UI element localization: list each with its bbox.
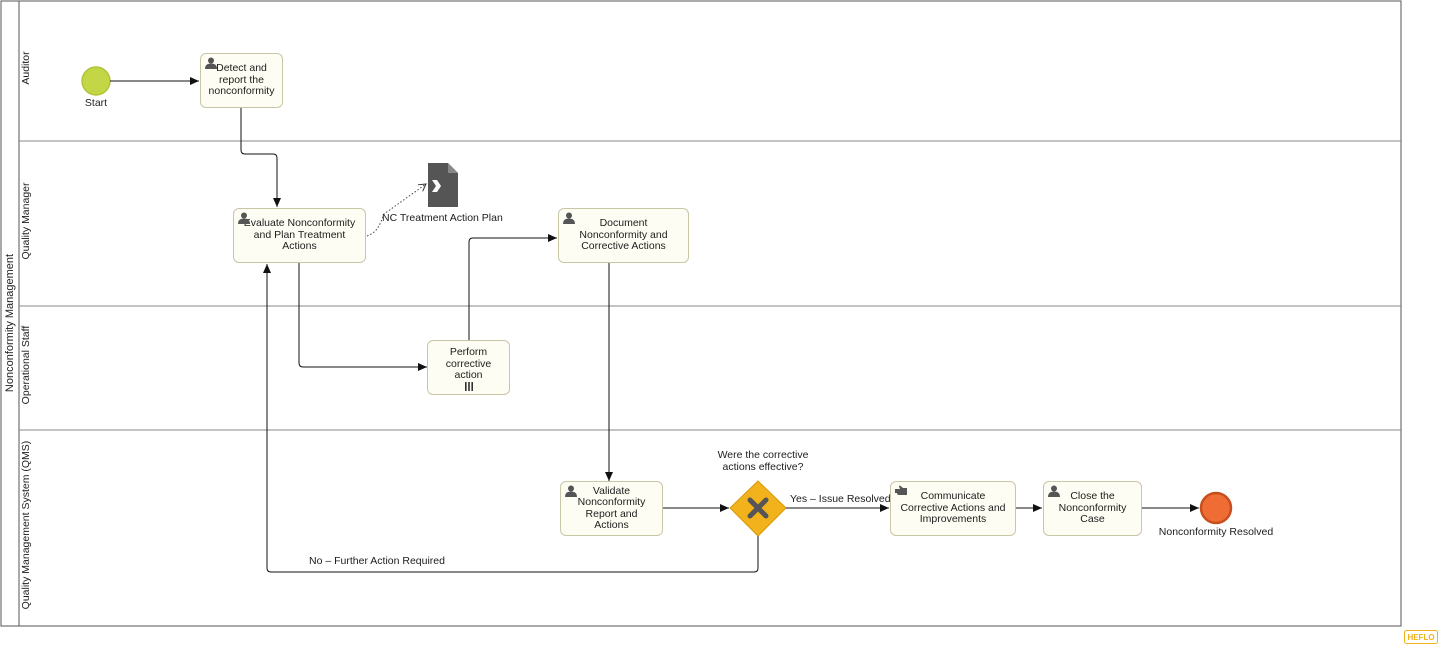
task-validate-report[interactable]: Validate Nonconformity Report and Action… [560,481,663,536]
flow-label-yes: Yes – Issue Resolved [790,493,891,505]
logo-text: HEFLO [1407,633,1434,642]
exclusive-gateway[interactable] [729,480,787,537]
task-communicate-actions[interactable]: Communicate Corrective Actions and Impro… [890,481,1016,536]
heflo-logo: HEFLO [1404,630,1438,644]
start-event[interactable] [81,66,111,96]
start-event-label: Start [84,97,108,109]
user-icon [238,212,250,224]
exclusive-x-icon [747,497,769,519]
task-label: Close the Nonconformity Case [1058,490,1127,526]
task-label: Communicate Corrective Actions and Impro… [900,490,1006,526]
user-icon [565,485,577,497]
pool-label: Nonconformity Management [4,253,16,393]
flow-perform-to-document[interactable] [468,234,557,340]
flow-evaluate-to-perform[interactable] [298,263,427,371]
end-event-label: Nonconformity Resolved [1158,526,1274,538]
end-event[interactable] [1199,491,1233,525]
flow-detect-to-evaluate[interactable] [240,108,281,207]
task-document-nonconformity[interactable]: Document Nonconformity and Corrective Ac… [558,208,689,263]
task-label: Document Nonconformity and Corrective Ac… [579,217,668,253]
data-association[interactable] [366,183,427,237]
task-label: Perform corrective action [445,346,492,382]
parallel-multi-instance-icon [464,382,473,391]
lane-label-qms: Quality Management System (QMS) [20,440,32,610]
task-detect-nonconformity[interactable]: Detect and report the nonconformity [200,53,283,108]
task-close-case[interactable]: Close the Nonconformity Case [1043,481,1142,536]
task-label: Detect and report the nonconformity [208,62,275,98]
task-label: Validate Nonconformity Report and Action… [577,484,646,531]
user-icon [205,57,217,69]
flow-label-no: No – Further Action Required [309,555,445,567]
data-input-document-icon[interactable] [428,163,458,207]
task-evaluate-nonconformity[interactable]: Evaluate Nonconformity and Plan Treatmen… [233,208,366,263]
hand-icon [895,485,907,495]
gateway-label: Were the corrective actions effective? [717,449,809,473]
user-icon [1048,485,1060,497]
user-icon [563,212,575,224]
task-perform-corrective-action[interactable]: Perform corrective action [427,340,510,395]
flow-gateway-no[interactable] [263,264,759,573]
data-object-label: NC Treatment Action Plan [382,212,503,224]
task-label: Evaluate Nonconformity and Plan Treatmen… [243,217,356,253]
